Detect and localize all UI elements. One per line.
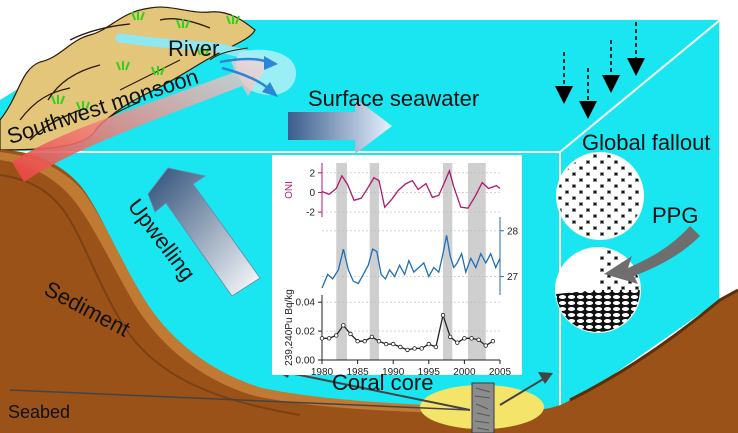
x-tick-label: 1985	[346, 367, 369, 375]
x-tick-label: 2000	[453, 367, 476, 375]
label-surface-seawater: Surface seawater	[308, 86, 480, 111]
southwest-monsoon-arrow	[12, 58, 270, 182]
data-point	[341, 323, 346, 328]
x-tick-label: 1980	[311, 367, 334, 375]
data-point	[326, 336, 332, 341]
label-seabed: Seabed	[8, 402, 71, 422]
series-line	[322, 312, 494, 351]
arrowhead-icon	[262, 82, 278, 97]
data-point	[390, 341, 396, 347]
data-point	[405, 347, 410, 353]
label-global-fallout: Global fallout	[582, 130, 711, 155]
global-fallout-particle	[556, 152, 644, 240]
y-tick-label: -2	[306, 208, 315, 219]
global-fallout-arrows	[555, 22, 645, 119]
y-axis-label: SST °C	[521, 239, 522, 272]
data-point	[440, 313, 446, 318]
data-point	[419, 346, 424, 351]
data-point	[369, 334, 375, 340]
coral-core-sample	[471, 382, 495, 433]
data-point	[376, 339, 382, 344]
coral-core-texture	[474, 387, 491, 431]
data-point	[383, 341, 389, 347]
x-tick-label: 2005	[489, 367, 512, 375]
surface-seawater-arrow	[288, 98, 392, 154]
data-point	[476, 337, 481, 342]
data-point	[433, 344, 439, 350]
data-point	[469, 336, 474, 341]
sediment-layer	[0, 152, 500, 414]
data-point	[483, 343, 488, 348]
label-river: River	[168, 36, 220, 61]
data-point	[319, 336, 325, 341]
y-tick-label: 0.04	[296, 298, 316, 309]
data-point	[455, 340, 460, 345]
coral-link-line	[9, 389, 471, 411]
box-edge	[559, 19, 721, 153]
y-tick-label: 28	[507, 226, 519, 237]
label-ppg: PPG	[652, 203, 699, 228]
data-point	[355, 339, 360, 344]
coral-link-arrow-right	[499, 377, 546, 406]
x-tick-label: 1990	[382, 367, 405, 375]
series-line	[321, 168, 501, 209]
coral-link-arrow-left	[284, 371, 471, 411]
shaded-period	[336, 163, 347, 360]
seabed-body	[0, 150, 738, 433]
series-line	[321, 235, 501, 289]
y-axis-label: 239,240Pu Bq/kg	[284, 289, 295, 366]
arrowhead-icon	[538, 372, 553, 384]
data-point	[426, 341, 431, 347]
grass-icon	[51, 11, 240, 111]
data-point	[348, 331, 353, 337]
arrowhead-icon	[264, 56, 278, 70]
land-contour	[19, 18, 211, 141]
data-point	[362, 339, 367, 344]
shaded-period	[369, 163, 379, 360]
y-axis-label: ONI	[284, 181, 295, 199]
data-point	[462, 336, 467, 341]
x-tick-label: 1995	[418, 367, 441, 375]
y-tick-label: 27	[507, 272, 519, 283]
ppg-arrow	[604, 226, 700, 284]
y-tick-label: 0.02	[296, 327, 316, 338]
data-point	[398, 344, 403, 350]
data-point	[412, 346, 417, 351]
data-point	[490, 339, 496, 344]
data-point	[447, 334, 453, 340]
shaded-period	[443, 163, 453, 360]
y-tick-label: 0.00	[296, 356, 316, 367]
seabed-side-edge	[569, 288, 738, 402]
y-tick-label: 0	[309, 188, 315, 199]
upwelling-arrow	[147, 167, 261, 297]
label-coral-core: Coral core	[332, 370, 434, 395]
data-point	[334, 333, 339, 338]
y-tick-label: 2	[309, 168, 315, 179]
sediment-edge-shadow	[0, 174, 301, 416]
shaded-period	[467, 163, 486, 360]
